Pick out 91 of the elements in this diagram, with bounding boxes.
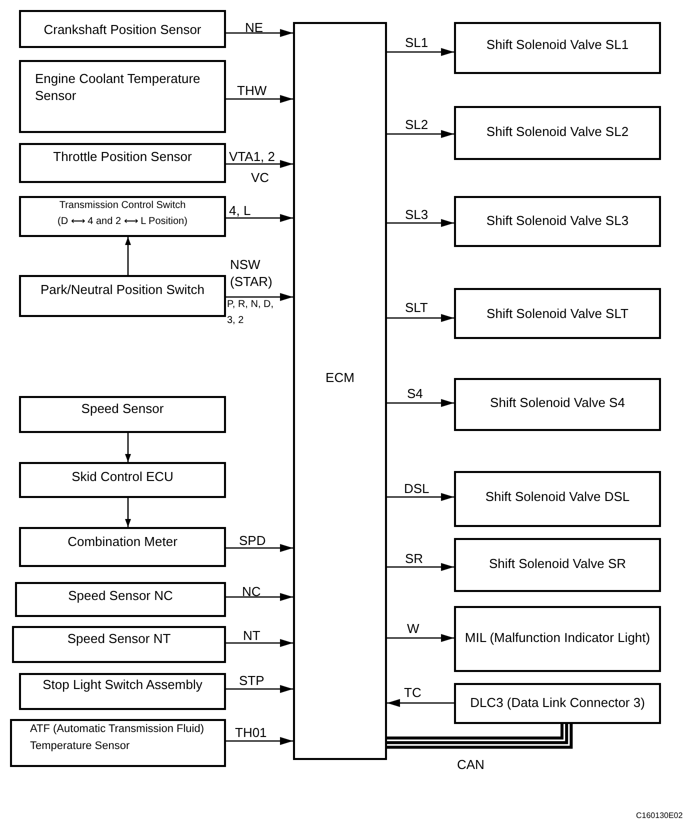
component-box — [12, 626, 226, 663]
arrow — [226, 593, 293, 601]
arrow — [226, 544, 293, 552]
box-label: Stop Light Switch Assembly — [42, 677, 202, 693]
signal-label: P, R, N, D, 3, 2 — [227, 298, 274, 328]
component-box — [19, 60, 226, 133]
edge-label: CAN — [457, 757, 484, 773]
box-label: Shift Solenoid Valve SL1 — [486, 37, 629, 53]
edge-label: 4, L — [229, 203, 251, 219]
box-label: (D ⟷ 4 and 2 ⟷ L Position) — [58, 215, 188, 229]
component-box — [19, 673, 226, 710]
component-box — [454, 288, 661, 339]
box-label: Shift Solenoid Valve S4 — [490, 395, 625, 411]
arrow — [226, 29, 293, 37]
arrow — [387, 314, 454, 322]
box-label: Shift Solenoid Valve SL2 — [486, 124, 629, 140]
component-box — [15, 582, 226, 617]
box-label: Speed Sensor NC — [68, 588, 173, 604]
arrow — [226, 160, 293, 168]
bus-line — [386, 722, 573, 749]
box-label: Crankshaft Position Sensor — [44, 22, 202, 38]
edge-label: TC — [404, 685, 422, 701]
arrow — [387, 699, 454, 707]
component-box — [454, 538, 661, 592]
edge-label: SL2 — [405, 117, 428, 133]
edge-label: NE — [245, 20, 264, 36]
component-box — [454, 471, 661, 527]
edge-label: VTA1, 2 — [229, 149, 276, 165]
arrow — [226, 639, 293, 647]
arrow — [226, 95, 293, 103]
edge-label: NC — [242, 584, 261, 600]
arrow — [226, 737, 293, 745]
component-box — [19, 10, 226, 48]
arrow — [387, 563, 454, 571]
arrow — [387, 130, 454, 138]
component-box — [19, 275, 226, 317]
edge-label: SL1 — [405, 35, 428, 51]
edge-label: SR — [405, 551, 424, 567]
arrow — [387, 493, 454, 501]
arrow — [125, 237, 131, 275]
box-label: Speed Sensor NT — [67, 631, 171, 647]
arrow — [226, 685, 293, 693]
ecm-box — [293, 22, 387, 760]
component-box — [454, 22, 661, 74]
box-label: Shift Solenoid Valve SR — [488, 556, 626, 572]
edge-label: STP — [239, 673, 264, 689]
edge-label: THW — [237, 83, 267, 99]
arrow — [387, 634, 454, 642]
box-label: Combination Meter — [68, 534, 178, 550]
box-label: Skid Control ECU — [72, 469, 174, 485]
signal-label: VC — [251, 170, 270, 186]
component-box — [10, 719, 226, 767]
box-label: ECM — [326, 370, 354, 386]
edge-label: SL3 — [405, 207, 428, 223]
component-box — [454, 196, 661, 247]
box-label: Throttle Position Sensor — [53, 149, 192, 165]
component-box — [454, 606, 661, 672]
box-label: Speed Sensor — [81, 401, 164, 417]
box-label: Transmission Control Switch — [59, 199, 186, 213]
arrow — [387, 48, 454, 56]
edge-label: NT — [243, 628, 260, 644]
box-label: Engine Coolant Temperature Sensor — [35, 70, 202, 104]
arrow — [226, 214, 293, 222]
edge-label: NSW (STAR) — [230, 256, 274, 290]
component-box — [454, 106, 661, 160]
edge-label: S4 — [407, 386, 423, 402]
arrow — [125, 498, 131, 527]
component-box — [19, 527, 226, 567]
figure-code: C160130E02 — [636, 811, 683, 821]
arrow — [125, 433, 131, 462]
box-label: Shift Solenoid Valve SLT — [486, 306, 628, 322]
edge-label: DSL — [404, 481, 430, 497]
box-label: ATF (Automatic Transmission Fluid) Temperature Sensor — [30, 722, 206, 754]
edge-label: SPD — [239, 533, 266, 549]
component-box — [454, 683, 661, 724]
edge-label: SLT — [405, 300, 428, 316]
arrow — [387, 219, 454, 227]
component-box — [19, 196, 226, 237]
box-label: MIL (Malfunction Indicator Light) — [464, 630, 650, 646]
box-label: Shift Solenoid Valve SL3 — [486, 213, 629, 229]
box-label: Park/Neutral Position Switch — [40, 282, 204, 298]
component-box — [19, 143, 226, 183]
box-label: Shift Solenoid Valve DSL — [485, 489, 630, 505]
arrow — [226, 293, 293, 301]
component-box — [454, 378, 661, 431]
edge-label: TH01 — [235, 725, 267, 741]
edge-label: W — [407, 621, 420, 637]
component-box — [19, 462, 226, 498]
component-box — [19, 396, 226, 433]
arrow — [387, 399, 454, 407]
box-label: DLC3 (Data Link Connector 3) — [470, 695, 645, 711]
